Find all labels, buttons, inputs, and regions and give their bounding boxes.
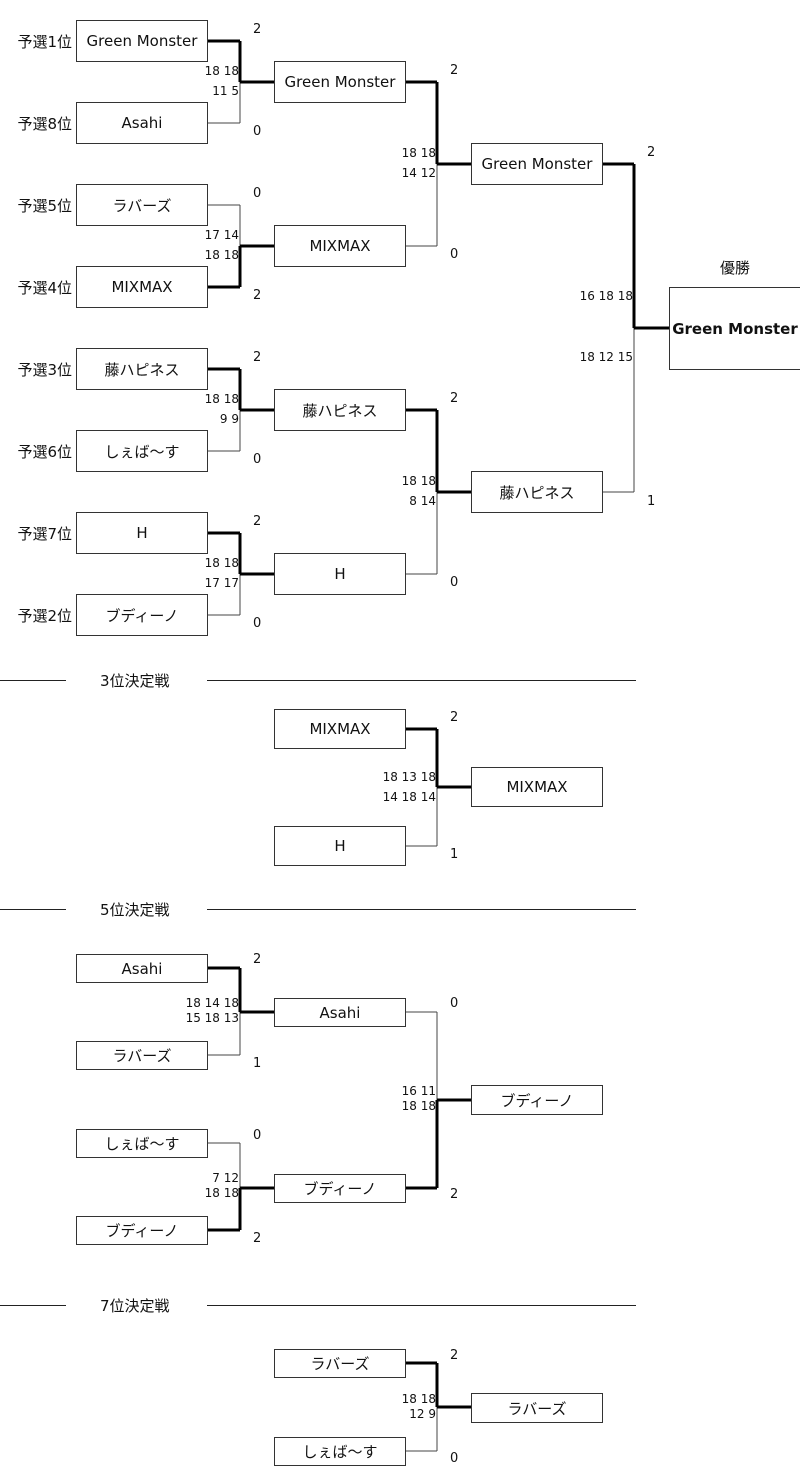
match-wins: 2 (253, 350, 262, 365)
set-scores: 14 18 14 (382, 790, 436, 804)
section-title-5th: 5位決定戦 (100, 901, 170, 919)
set-scores: 8 14 (409, 494, 436, 508)
set-scores: 9 9 (219, 412, 239, 426)
set-scores: 18 18 (401, 474, 436, 488)
team-box-r3[interactable]: Green Monster (471, 143, 603, 185)
team-box[interactable]: MIXMAX (274, 709, 406, 749)
section-divider (0, 1305, 66, 1306)
seed-label: 予選1位 (17, 33, 72, 51)
team-box-r1[interactable]: MIXMAX (76, 266, 208, 308)
section-divider (207, 1305, 636, 1306)
match-wins: 0 (253, 452, 262, 467)
team-box-r2[interactable]: Green Monster (274, 61, 406, 103)
match-wins: 0 (450, 996, 459, 1011)
set-scores: 17 17 (204, 576, 239, 590)
team-box[interactable]: しぇば〜す (76, 1129, 208, 1158)
section-divider (0, 680, 66, 681)
team-box[interactable]: ラバーズ (76, 1041, 208, 1070)
team-box[interactable]: しぇば〜す (274, 1437, 406, 1466)
match-wins: 2 (450, 1187, 459, 1202)
match-wins: 0 (450, 575, 459, 590)
section-divider (0, 909, 66, 910)
match-wins: 2 (253, 1231, 262, 1246)
team-box[interactable]: Asahi (274, 998, 406, 1027)
team-box[interactable]: ラバーズ (274, 1349, 406, 1378)
set-scores: 11 5 (212, 84, 239, 98)
set-scores: 15 18 13 (185, 1011, 239, 1025)
match-wins: 2 (647, 145, 656, 160)
match-wins: 2 (450, 710, 459, 725)
match-wins: 2 (253, 22, 262, 37)
team-box[interactable]: ブディーノ (274, 1174, 406, 1203)
section-title-7th: 7位決定戦 (100, 1297, 170, 1315)
team-box[interactable]: H (274, 826, 406, 866)
match-wins: 0 (253, 1128, 262, 1143)
set-scores: 12 9 (409, 1407, 436, 1421)
team-box-r3[interactable]: 藤ハピネス (471, 471, 603, 513)
seed-label: 予選4位 (17, 279, 72, 297)
set-scores: 17 14 (204, 228, 239, 242)
match-wins: 1 (450, 847, 459, 862)
set-scores: 18 18 (204, 248, 239, 262)
match-wins: 0 (253, 616, 262, 631)
winner-box[interactable]: ラバーズ (471, 1393, 603, 1423)
seed-label: 予選6位 (17, 443, 72, 461)
team-box-r1[interactable]: ラバーズ (76, 184, 208, 226)
winner-box[interactable]: MIXMAX (471, 767, 603, 807)
set-scores: 16 18 18 (579, 289, 633, 303)
champion-label: 優勝 (719, 259, 750, 277)
set-scores: 18 18 (204, 64, 239, 78)
set-scores: 18 18 (401, 1392, 436, 1406)
seed-label: 予選2位 (17, 607, 72, 625)
seed-label: 予選3位 (17, 361, 72, 379)
match-wins: 0 (450, 1451, 459, 1466)
match-wins: 0 (253, 124, 262, 139)
team-box[interactable]: Asahi (76, 954, 208, 983)
set-scores: 18 18 (401, 1099, 436, 1113)
team-box[interactable]: ブディーノ (76, 1216, 208, 1245)
section-title-3rd: 3位決定戦 (100, 672, 170, 690)
team-box-r1[interactable]: Green Monster (76, 20, 208, 62)
winner-box[interactable]: ブディーノ (471, 1085, 603, 1115)
set-scores: 18 18 (204, 556, 239, 570)
set-scores: 14 12 (401, 166, 436, 180)
set-scores: 7 12 (212, 1171, 239, 1185)
set-scores: 18 13 18 (382, 770, 436, 784)
seed-label: 予選8位 (17, 115, 72, 133)
match-wins: 1 (647, 494, 656, 509)
match-wins: 2 (450, 391, 459, 406)
team-box-r2[interactable]: MIXMAX (274, 225, 406, 267)
match-wins: 2 (253, 514, 262, 529)
match-wins: 2 (450, 63, 459, 78)
match-wins: 1 (253, 1056, 262, 1071)
set-scores: 18 18 (401, 146, 436, 160)
team-box-r2[interactable]: H (274, 553, 406, 595)
team-box-r2[interactable]: 藤ハピネス (274, 389, 406, 431)
match-wins: 2 (253, 952, 262, 967)
champion-box[interactable]: Green Monster (669, 287, 800, 370)
team-box-r1[interactable]: H (76, 512, 208, 554)
section-divider (207, 909, 636, 910)
team-box-r1[interactable]: 藤ハピネス (76, 348, 208, 390)
match-wins: 2 (450, 1348, 459, 1363)
seed-label: 予選7位 (17, 525, 72, 543)
match-wins: 0 (450, 247, 459, 262)
section-divider (207, 680, 636, 681)
set-scores: 18 14 18 (185, 996, 239, 1010)
set-scores: 18 12 15 (579, 350, 633, 364)
match-wins: 2 (253, 288, 262, 303)
team-box-r1[interactable]: しぇば〜す (76, 430, 208, 472)
team-box-r1[interactable]: ブディーノ (76, 594, 208, 636)
team-box-r1[interactable]: Asahi (76, 102, 208, 144)
match-wins: 0 (253, 186, 262, 201)
set-scores: 18 18 (204, 392, 239, 406)
set-scores: 16 11 (401, 1084, 436, 1098)
set-scores: 18 18 (204, 1186, 239, 1200)
seed-label: 予選5位 (17, 197, 72, 215)
